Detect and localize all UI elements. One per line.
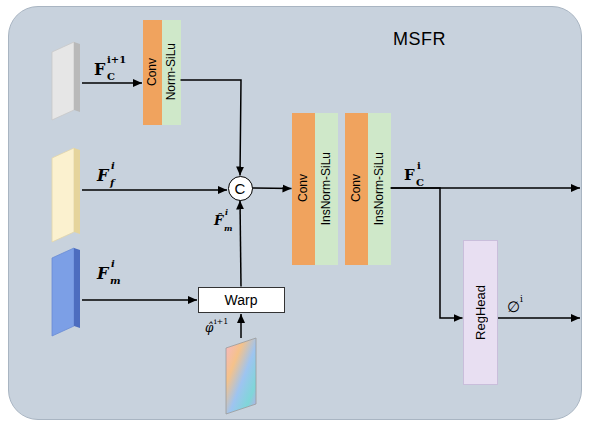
conv-layer: Conv — [143, 20, 162, 125]
conv-layer: Conv — [345, 113, 368, 265]
feature-map — [52, 148, 80, 242]
layer-label: InsNorm-SiLu — [319, 152, 333, 225]
flow-arrow — [181, 80, 242, 176]
module-frame: MSFRConvNorm-SiLuCWarpConvInsNorm-SiLuCo… — [8, 6, 582, 420]
feature-map — [52, 248, 80, 336]
field-arrow — [240, 314, 242, 338]
conv-layer: Conv — [292, 113, 315, 265]
layer-label: RegHead — [473, 285, 488, 340]
input-arrow — [82, 189, 227, 191]
layer-label: Conv — [349, 174, 363, 202]
norm-layer: Norm-SiLu — [162, 20, 181, 125]
layer-label: Conv — [145, 58, 159, 86]
concat-letter: C — [235, 181, 246, 196]
output-arrow — [498, 317, 580, 319]
deformation-field — [226, 338, 256, 414]
concat-symbol: C — [228, 176, 253, 201]
input-arrow — [82, 82, 142, 84]
layer-label: InsNorm-SiLu — [372, 152, 386, 225]
layer-label: Norm-SiLu — [164, 43, 178, 100]
input-arrow — [82, 299, 197, 301]
norm-layer: InsNorm-SiLu — [315, 113, 338, 265]
flow-arrow — [253, 187, 292, 189]
warp-box: Warp — [198, 287, 285, 313]
feature-map — [52, 42, 80, 120]
module-title: MSFR — [393, 29, 446, 50]
flow-arrow — [240, 201, 241, 287]
box-label: Warp — [225, 292, 258, 308]
output-arrow — [391, 187, 580, 189]
reg-head: RegHead — [463, 240, 498, 385]
flow-arrow — [391, 188, 463, 318]
layer-label: Conv — [296, 174, 310, 202]
norm-layer: InsNorm-SiLu — [368, 113, 391, 265]
